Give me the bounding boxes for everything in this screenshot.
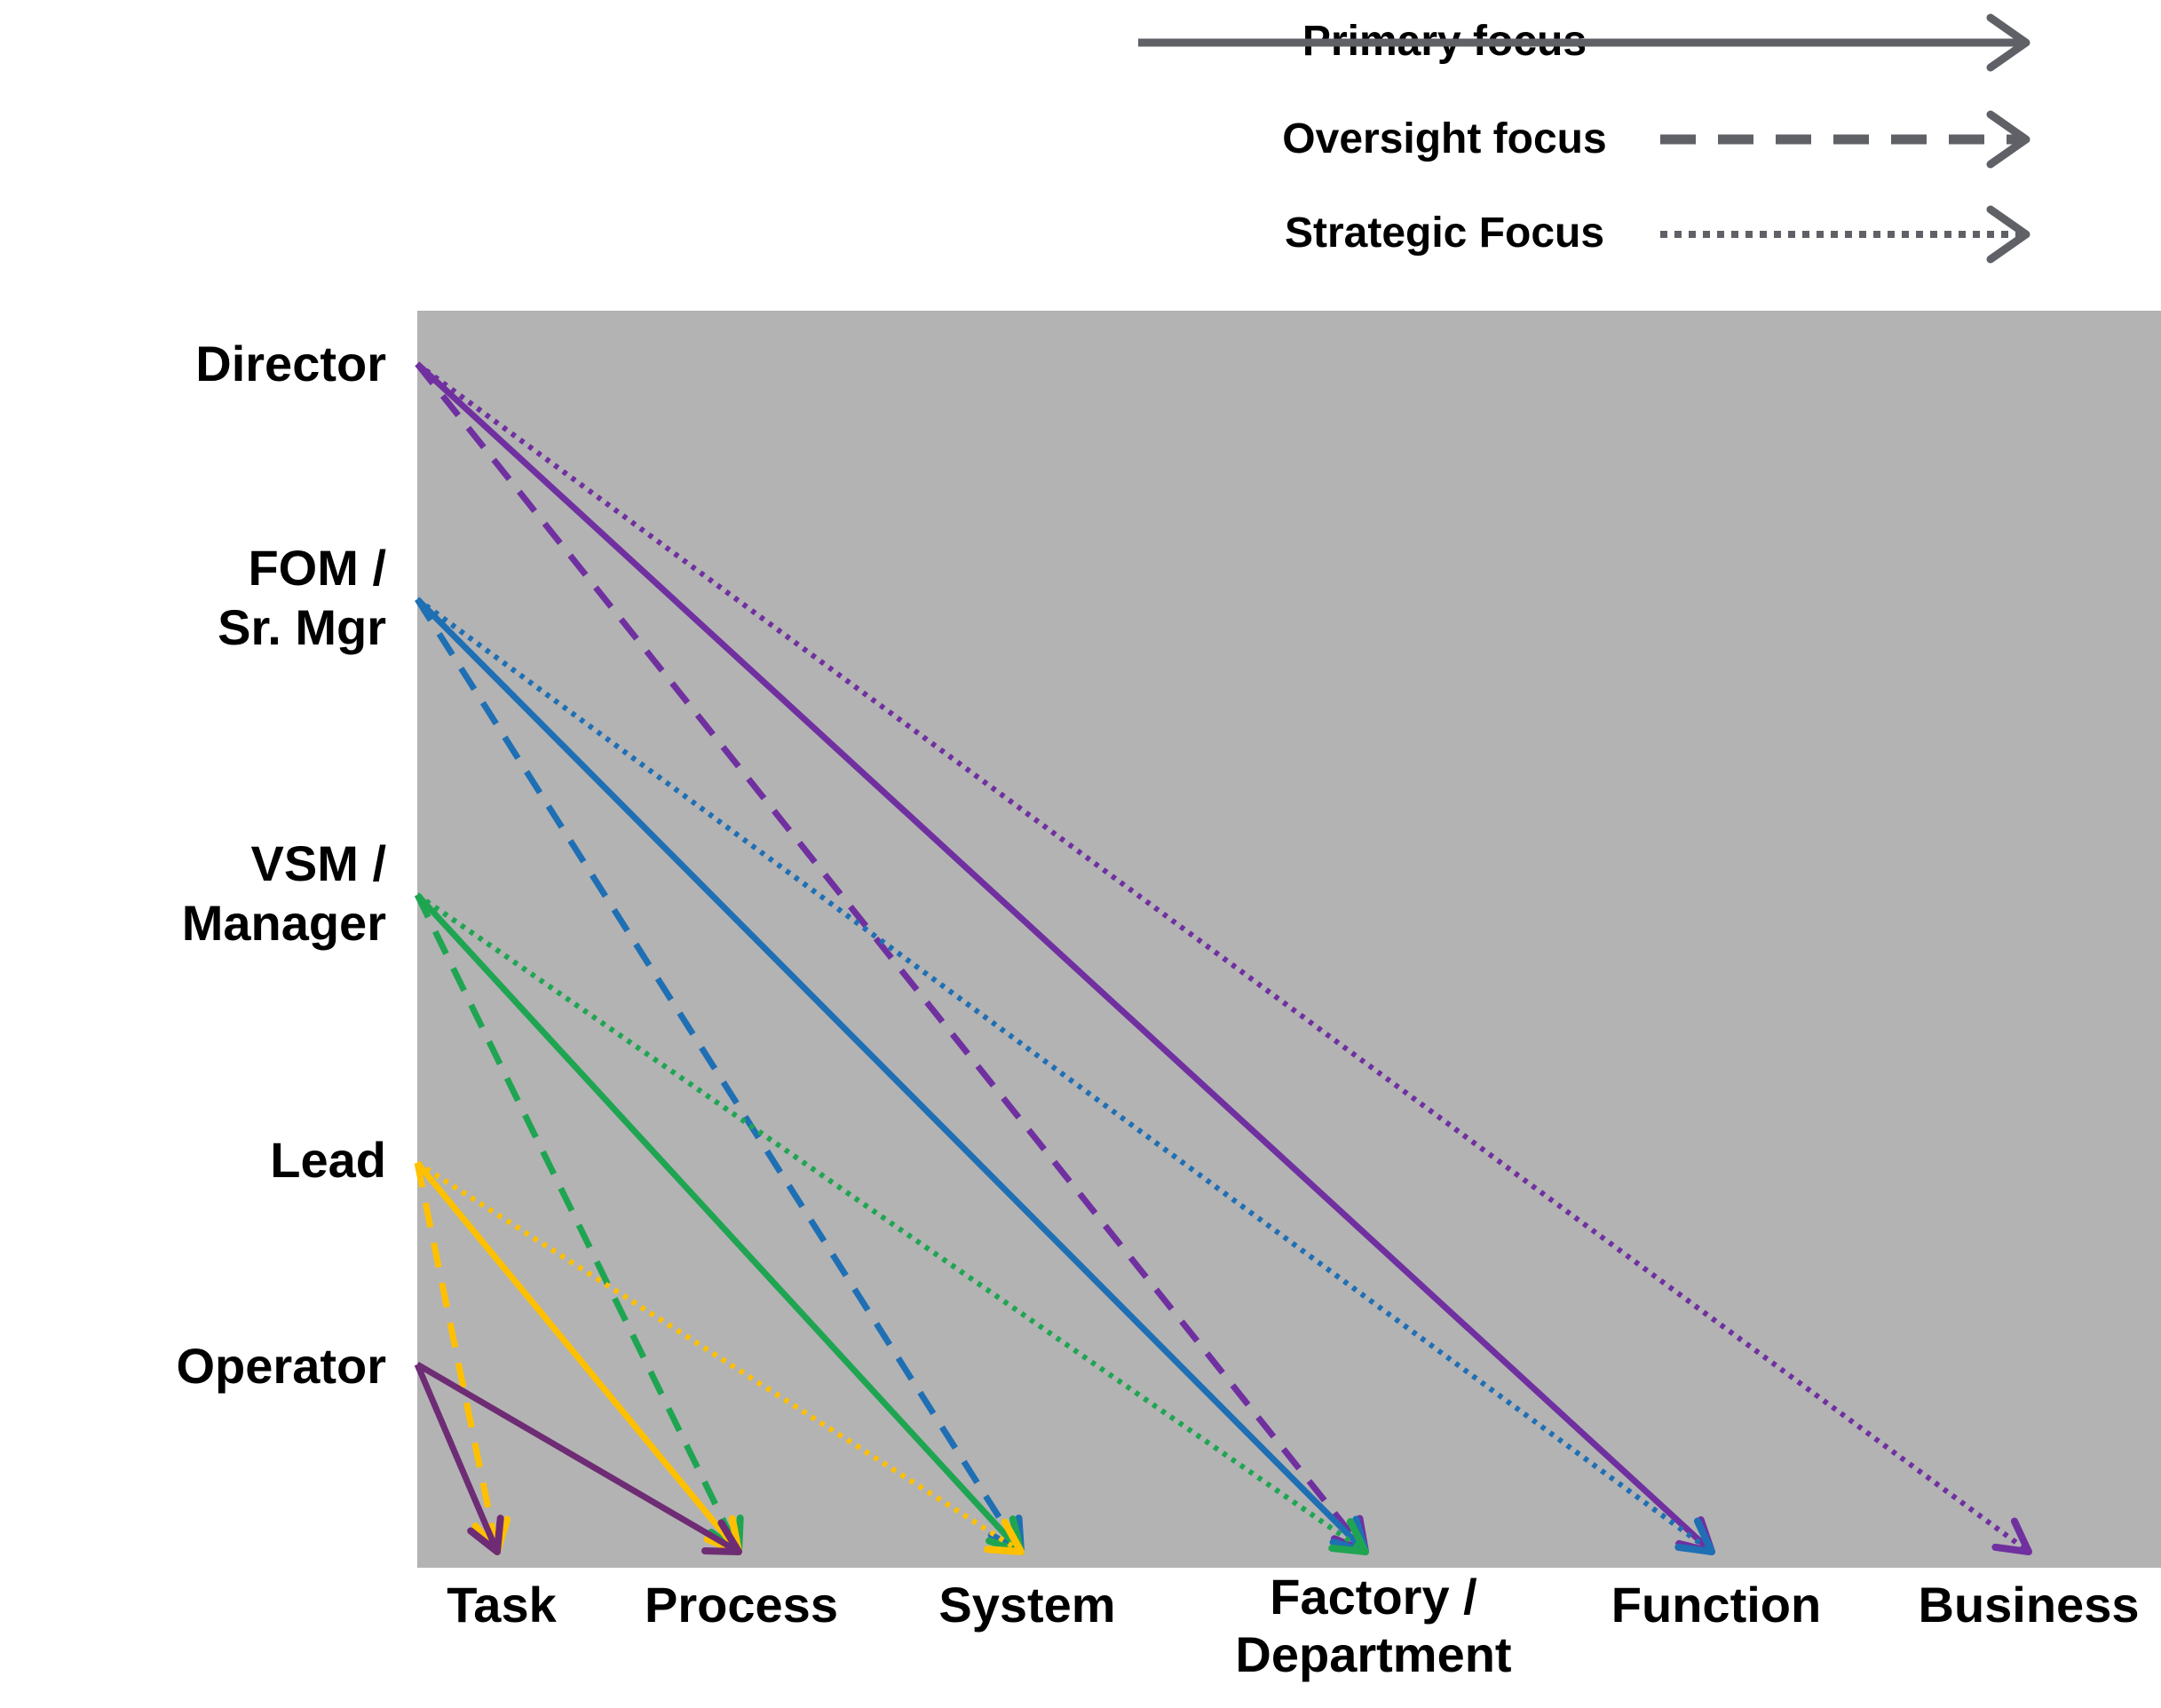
role-label-vsm-line1: VSM / [251, 835, 387, 891]
arrow-shaft [414, 1363, 499, 1550]
legend-primary-arrow [1138, 13, 2030, 72]
scope-label-task: Task [447, 1577, 557, 1633]
scope-label-factory-line2: Department [1235, 1626, 1511, 1682]
scope-label-function: Function [1611, 1577, 1821, 1633]
role-label-operator: Operator [177, 1338, 387, 1394]
arrow-shaft [416, 1361, 738, 1554]
arrow-director-to-business-strategic [416, 361, 2032, 1555]
arrow-head [701, 1519, 742, 1555]
scope-label-factory-line1: Factory / [1270, 1569, 1477, 1625]
arrow-shaft [416, 361, 2028, 1553]
arrow-shaft [416, 597, 1711, 1553]
arrow-lead-to-system-strategic [416, 1160, 1025, 1555]
legend-strategic-arrow [1660, 205, 2030, 264]
role-label-fom-line1: FOM / [248, 540, 386, 596]
role-label-director: Director [195, 336, 386, 391]
arrow-head [1674, 1517, 1715, 1555]
arrow-shaft [415, 1160, 740, 1552]
arrow-head [1991, 1517, 2032, 1555]
role-label-lead: Lead [270, 1132, 386, 1188]
scope-label-business: Business [1919, 1577, 2140, 1633]
arrow-shaft [414, 1162, 500, 1549]
arrow-head [467, 1514, 504, 1555]
arrow-vsm-to-factory-strategic [416, 892, 1369, 1555]
role-labels: Director FOM / Sr. Mgr VSM / Manager Lea… [177, 336, 387, 1394]
arrow-head [1328, 1518, 1369, 1555]
arrow-head [984, 1518, 1025, 1555]
arrow-shaft [415, 361, 1712, 1552]
scope-label-process: Process [645, 1577, 838, 1633]
legend-oversight-arrow [1660, 110, 2030, 169]
legend-strategic-label: Strategic Focus [1285, 210, 1604, 257]
role-label-vsm-line2: Manager [182, 895, 386, 951]
arrow-shaft [415, 597, 1365, 1552]
arrow-operator-to-process-primary [416, 1361, 742, 1555]
legend-oversight-label: Oversight focus [1282, 115, 1606, 162]
arrow-fom-to-function-strategic [416, 597, 1715, 1555]
arrow-shaft [415, 597, 1022, 1551]
legend: Primary focus Oversight focus Strategic … [1138, 13, 2030, 264]
focus-arrows [414, 361, 2032, 1555]
arrow-shaft [416, 1160, 1020, 1553]
role-label-fom-line2: Sr. Mgr [218, 599, 386, 655]
scope-labels: Task Process System Factory / Department… [447, 1569, 2139, 1682]
arrow-shaft [415, 892, 1021, 1552]
arrow-operator-to-task-primary [414, 1363, 504, 1555]
arrow-shaft [415, 361, 1366, 1552]
diagram-panel [417, 311, 2161, 1568]
scope-label-system: System [938, 1577, 1115, 1633]
